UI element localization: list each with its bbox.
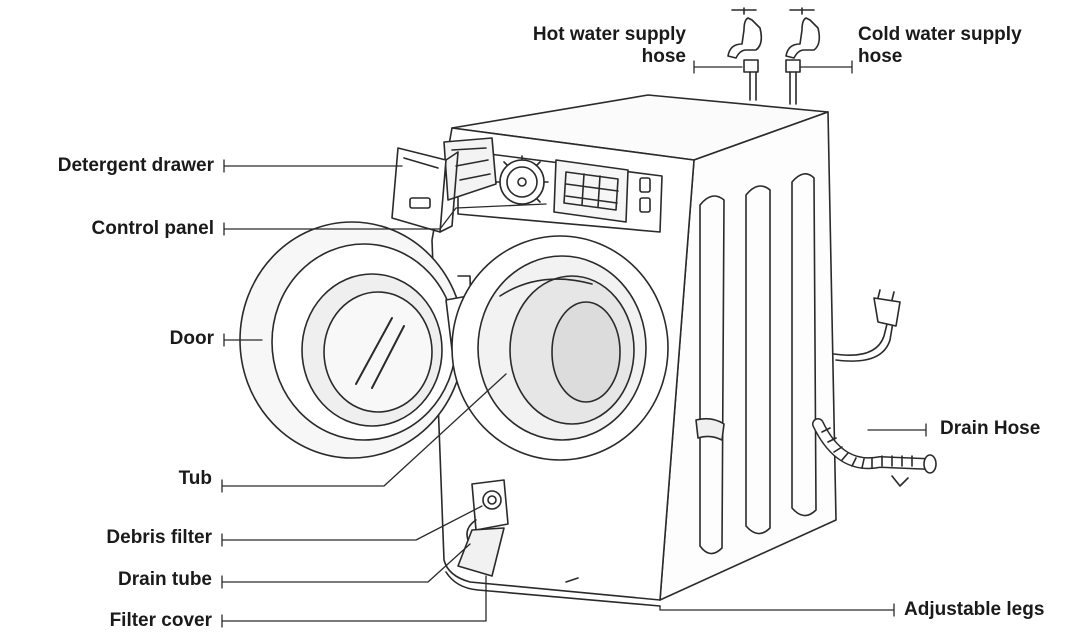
label-cold-water-line2: hose <box>858 46 903 67</box>
control-panel <box>457 149 663 233</box>
door <box>239 221 475 459</box>
label-control-panel: Control panel <box>91 218 214 239</box>
label-tub: Tub <box>178 468 212 489</box>
label-filter-cover: Filter cover <box>109 610 212 631</box>
label-hot-water-line2: hose <box>641 46 686 67</box>
leader-lines <box>221 60 927 628</box>
water-supply-hoses <box>727 7 821 105</box>
label-detergent-drawer: Detergent drawer <box>57 155 214 176</box>
label-cold-water-line1: Cold water supply <box>858 24 1022 45</box>
label-hot-water-supply-hose: Hot water supply hose <box>470 24 686 68</box>
tub <box>451 235 669 461</box>
label-drain-tube: Drain tube <box>118 569 212 590</box>
label-cold-water-supply-hose: Cold water supply hose <box>858 24 1074 68</box>
drain-hose <box>812 418 937 487</box>
label-adjustable-legs: Adjustable legs <box>904 599 1045 620</box>
label-debris-filter: Debris filter <box>106 527 212 548</box>
filter-area <box>457 479 579 583</box>
label-hot-water-line1: Hot water supply <box>532 24 686 45</box>
label-door: Door <box>169 328 214 349</box>
power-cord <box>833 289 901 362</box>
label-drain-hose: Drain Hose <box>940 418 1041 439</box>
detergent-drawer <box>391 137 497 233</box>
